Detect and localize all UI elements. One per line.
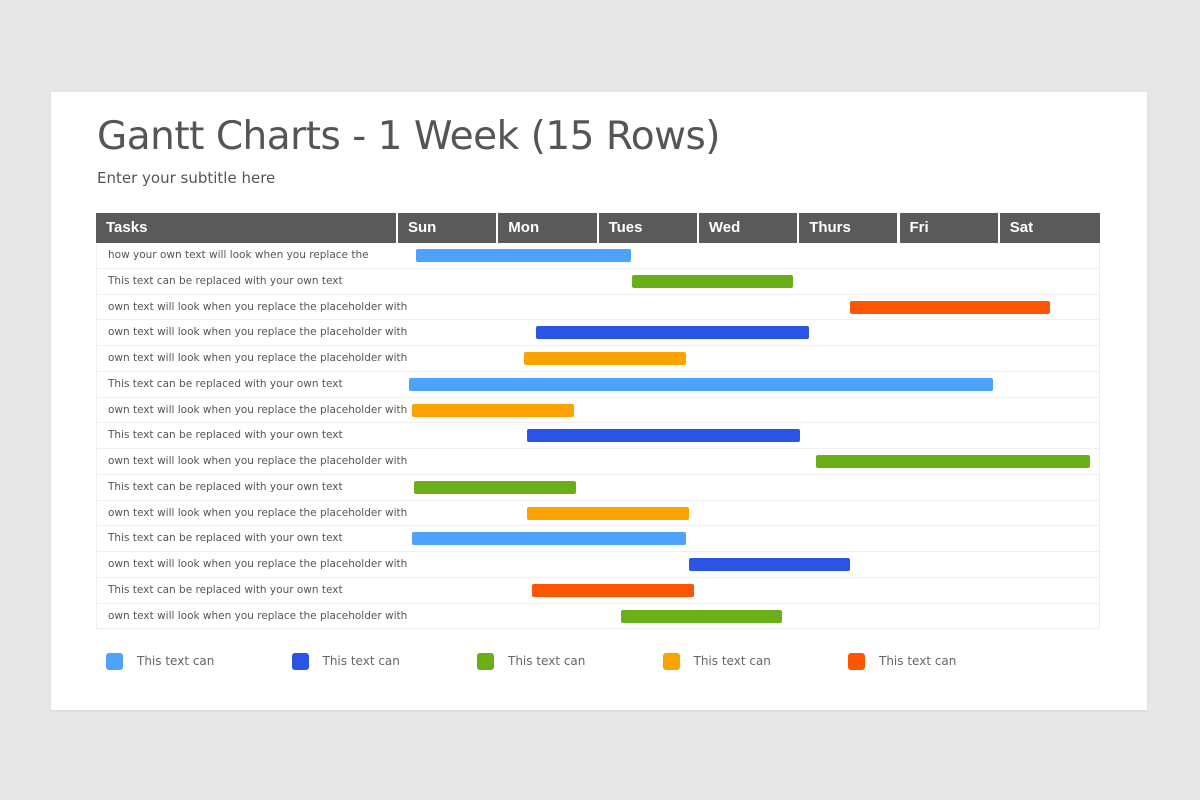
- table-row: This text can be replaced with your own …: [97, 423, 1099, 449]
- column-header-wed: Wed: [698, 213, 800, 243]
- task-label: own text will look when you replace the …: [108, 558, 408, 570]
- column-header-tues: Tues: [598, 213, 699, 243]
- task-label: own text will look when you replace the …: [108, 455, 408, 467]
- gantt-bar[interactable]: [816, 455, 1091, 468]
- legend-swatch-icon: [291, 653, 309, 670]
- gantt-bar[interactable]: [688, 558, 851, 571]
- legend-swatch-icon: [848, 653, 865, 670]
- column-header-fri: Fri: [899, 213, 1000, 243]
- gantt-bar[interactable]: [412, 532, 686, 546]
- gantt-table: Tasks Sun Mon Tues Wed Thurs Fri Sat how…: [96, 213, 1100, 630]
- table-row: how your own text will look when you rep…: [97, 243, 1099, 269]
- task-label: own text will look when you replace the …: [108, 609, 408, 622]
- table-row: This text can be replaced with your own …: [97, 526, 1099, 552]
- gantt-bar[interactable]: [527, 506, 689, 520]
- table-row: This text can be replaced with your own …: [97, 372, 1099, 398]
- table-row: own text will look when you replace the …: [97, 320, 1099, 346]
- table-row: own text will look when you replace the …: [97, 501, 1099, 527]
- gantt-bar[interactable]: [532, 583, 694, 597]
- gantt-rows: how your own text will look when you rep…: [96, 243, 1100, 630]
- task-label: own text will look when you replace the …: [108, 403, 408, 416]
- table-row: own text will look when you replace the …: [97, 604, 1099, 630]
- legend-swatch-icon: [662, 653, 680, 670]
- task-label: own text will look when you replace the …: [108, 506, 408, 519]
- gantt-bar[interactable]: [850, 300, 1050, 314]
- gantt-bar[interactable]: [414, 480, 576, 494]
- gantt-bar[interactable]: [631, 274, 794, 288]
- table-row: This text can be replaced with your own …: [97, 269, 1099, 295]
- table-row: own text will look when you replace the …: [97, 295, 1099, 321]
- gantt-bar[interactable]: [527, 429, 801, 443]
- table-row: This text can be replaced with your own …: [97, 475, 1099, 501]
- table-row: own text will look when you replace the …: [97, 398, 1099, 424]
- column-header-mon: Mon: [498, 213, 599, 243]
- legend-label: This text can: [322, 654, 400, 668]
- gantt-bar[interactable]: [416, 249, 631, 262]
- legend-label: This text can: [693, 654, 771, 668]
- gantt-header-row: Tasks Sun Mon Tues Wed Thurs Fri Sat: [96, 213, 1100, 243]
- task-label: This text can be replaced with your own …: [108, 377, 343, 390]
- legend-label: This text can: [508, 654, 586, 668]
- page-title: Gantt Charts - 1 Week (15 Rows): [97, 114, 721, 159]
- task-label: This text can be replaced with your own …: [108, 429, 343, 442]
- task-label: This text can be replaced with your own …: [108, 480, 343, 493]
- column-header-tasks: Tasks: [96, 213, 398, 243]
- task-label: This text can be replaced with your own …: [108, 532, 343, 545]
- legend-swatch-icon: [477, 653, 494, 670]
- table-row: own text will look when you replace the …: [97, 552, 1099, 578]
- page-subtitle: Enter your subtitle here: [97, 169, 276, 187]
- legend-swatch-icon: [106, 653, 123, 670]
- gantt-bar[interactable]: [412, 403, 574, 417]
- task-label: own text will look when you replace the …: [108, 300, 408, 313]
- column-header-sat: Sat: [999, 213, 1100, 243]
- task-label: own text will look when you replace the …: [108, 326, 408, 339]
- gantt-bar[interactable]: [620, 609, 783, 623]
- column-header-thurs: Thurs: [799, 213, 900, 243]
- column-header-sun: Sun: [398, 213, 499, 243]
- slide-card: Gantt Charts - 1 Week (15 Rows) Enter yo…: [51, 92, 1147, 710]
- task-label: This text can be replaced with your own …: [108, 583, 343, 596]
- task-label: This text can be replaced with your own …: [108, 274, 343, 287]
- task-label: how your own text will look when you rep…: [108, 249, 369, 261]
- table-row: own text will look when you replace the …: [97, 346, 1099, 372]
- table-row: own text will look when you replace the …: [97, 449, 1099, 475]
- task-label: own text will look when you replace the …: [108, 352, 408, 364]
- table-row: This text can be replaced with your own …: [97, 578, 1099, 604]
- gantt-bar[interactable]: [409, 377, 993, 391]
- gantt-bar[interactable]: [524, 352, 686, 365]
- chart-legend: This text can This text can This text can T…: [106, 653, 1106, 673]
- gantt-bar[interactable]: [536, 326, 810, 340]
- legend-label: This text can: [137, 654, 215, 668]
- legend-label: This text can: [879, 654, 957, 668]
